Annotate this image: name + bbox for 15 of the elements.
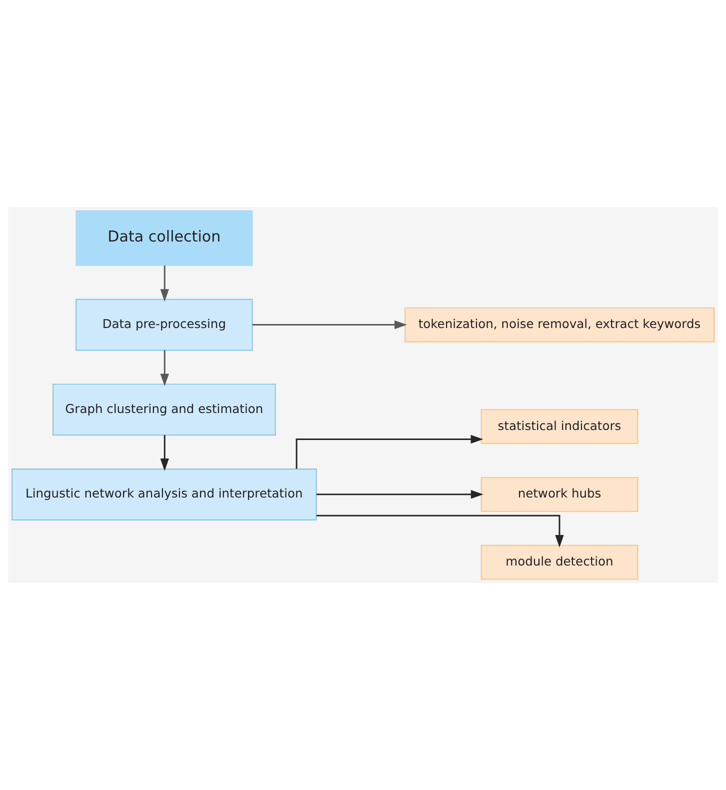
arrow — [316, 514, 564, 548]
node-box: module detection — [480, 544, 638, 580]
node-box: statistical indicators — [480, 409, 638, 444]
arrow — [160, 350, 169, 386]
arrow — [296, 434, 484, 469]
node-box: Graph clustering and estimation — [52, 384, 276, 436]
node-box: tokenization, noise removal, extract keywords — [404, 307, 714, 342]
node-box: Data collection — [76, 210, 253, 266]
arrow — [252, 320, 407, 330]
node-box: Lingustic network analysis and interpretation — [12, 468, 317, 520]
arrow — [160, 266, 169, 302]
arrow — [160, 435, 169, 471]
arrow — [316, 490, 484, 499]
node-box: Data pre-processing — [76, 298, 253, 351]
node-box: network hubs — [480, 476, 638, 512]
